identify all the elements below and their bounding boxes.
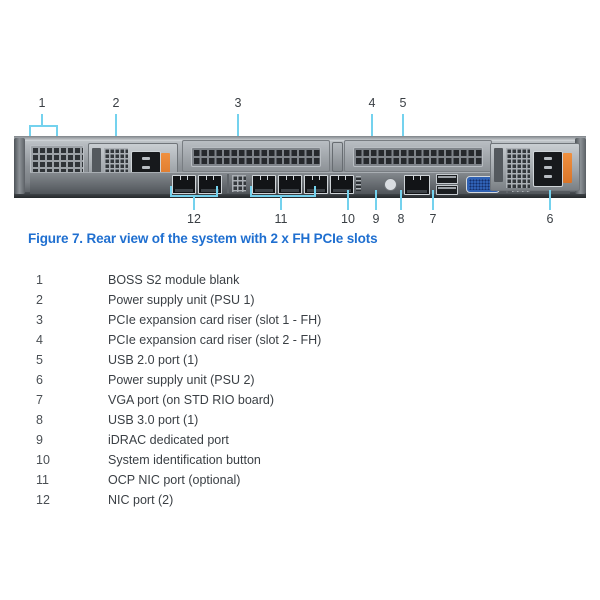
- legend-row: 8 USB 3.0 port (1): [0, 410, 600, 430]
- psu-1-label-plate: [92, 148, 101, 182]
- callout-number-3: 3: [234, 96, 242, 110]
- pcie-riser-slot-1-handle[interactable]: [332, 142, 343, 172]
- leader-bracket-11: [250, 186, 316, 197]
- legend-row: 5 USB 2.0 port (1): [0, 350, 600, 370]
- figure-caption: Figure 7. Rear view of the system with 2…: [28, 231, 378, 246]
- ocp-nic-port-1: [252, 175, 276, 194]
- legend-item-number: 5: [36, 353, 43, 367]
- leader-line-6: [549, 190, 551, 210]
- legend-row: 4 PCIe expansion card riser (slot 2 - FH…: [0, 330, 600, 350]
- legend-item-label: VGA port (on STD RIO board): [108, 393, 275, 407]
- legend-table: 1 BOSS S2 module blank 2 Power supply un…: [0, 270, 600, 510]
- chassis-top-rail: [14, 136, 586, 141]
- legend-row: 7 VGA port (on STD RIO board): [0, 390, 600, 410]
- leader-line-1: [41, 114, 43, 125]
- io-divider-1: [227, 174, 229, 193]
- callout-number-9: 9: [372, 212, 380, 226]
- legend-item-number: 9: [36, 433, 43, 447]
- psu-2-power-inlet: [533, 151, 563, 187]
- legend-row: 11 OCP NIC port (optional): [0, 470, 600, 490]
- pcie-riser-slot-1: [182, 140, 330, 172]
- pcie-riser-slot-1-vent: [191, 147, 321, 167]
- psu-2-vent: [506, 148, 530, 188]
- legend-item-label: NIC port (2): [108, 493, 174, 507]
- legend-item-number: 11: [36, 473, 49, 487]
- chassis-ear-left: [14, 138, 25, 194]
- callout-number-10: 10: [341, 212, 355, 226]
- ocp-nic-port-3: [304, 175, 328, 194]
- legend-item-label: iDRAC dedicated port: [108, 433, 229, 447]
- legend-row: 3 PCIe expansion card riser (slot 1 - FH…: [0, 310, 600, 330]
- legend-row: 10 System identification button: [0, 450, 600, 470]
- legend-item-number: 8: [36, 413, 43, 427]
- ocp-nic-port-4: [330, 175, 354, 194]
- legend-row: 2 Power supply unit (PSU 1): [0, 290, 600, 310]
- legend-item-label: BOSS S2 module blank: [108, 273, 240, 287]
- leader-line-3: [237, 114, 239, 148]
- psu-2-label-plate: [494, 148, 503, 182]
- legend-item-label: OCP NIC port (optional): [108, 473, 241, 487]
- callout-number-2: 2: [112, 96, 120, 110]
- leader-line-4: [371, 114, 373, 148]
- psu-2-release-handle[interactable]: [563, 153, 572, 183]
- legend-item-label: System identification button: [108, 453, 261, 467]
- legend-item-label: Power supply unit (PSU 2): [108, 373, 255, 387]
- legend-item-number: 10: [36, 453, 50, 467]
- callout-number-12: 12: [187, 212, 201, 226]
- leader-line-11: [280, 195, 282, 210]
- ocp-nic-port-2: [278, 175, 302, 194]
- legend-row: 12 NIC port (2): [0, 490, 600, 510]
- legend-row: 6 Power supply unit (PSU 2): [0, 370, 600, 390]
- power-supply-unit-2: [490, 143, 580, 191]
- idrac-dedicated-port: [404, 175, 430, 195]
- legend-row: 1 BOSS S2 module blank: [0, 270, 600, 290]
- legend-item-number: 6: [36, 373, 43, 387]
- legend-item-number: 2: [36, 293, 43, 307]
- leader-line-9: [375, 190, 377, 210]
- psu-1-release-handle[interactable]: [161, 153, 170, 183]
- callout-number-8: 8: [397, 212, 405, 226]
- chassis-ear-right: [575, 138, 586, 194]
- pcie-riser-slot-2: [344, 140, 492, 172]
- legend-item-number: 7: [36, 393, 43, 407]
- legend-item-label: USB 2.0 port (1): [108, 353, 199, 367]
- leader-line-8: [400, 190, 402, 210]
- legend-item-number: 3: [36, 313, 43, 327]
- leader-line-2: [115, 114, 117, 150]
- leader-bracket-1: [29, 125, 58, 139]
- callout-number-1: 1: [38, 96, 46, 110]
- nic-port-1: [172, 175, 196, 194]
- leader-line-7: [432, 190, 434, 210]
- legend-item-label: PCIe expansion card riser (slot 1 - FH): [108, 313, 322, 327]
- callout-number-7: 7: [429, 212, 437, 226]
- usb-2-0-port: [436, 174, 458, 184]
- legend-item-label: PCIe expansion card riser (slot 2 - FH): [108, 333, 322, 347]
- legend-row: 9 iDRAC dedicated port: [0, 430, 600, 450]
- system-identification-button[interactable]: [384, 178, 397, 191]
- ocp-nic-led-strip: [356, 176, 361, 191]
- legend-item-label: USB 3.0 port (1): [108, 413, 199, 427]
- io-vent-left: [232, 175, 246, 192]
- callout-number-11: 11: [274, 212, 288, 226]
- legend-item-label: Power supply unit (PSU 1): [108, 293, 255, 307]
- callout-number-4: 4: [368, 96, 376, 110]
- callout-number-5: 5: [399, 96, 407, 110]
- legend-item-number: 1: [36, 273, 43, 287]
- legend-item-number: 12: [36, 493, 50, 507]
- legend-item-number: 4: [36, 333, 43, 347]
- usb-3-0-port: [436, 185, 458, 195]
- leader-line-10: [347, 190, 349, 210]
- server-rear-view-image: [14, 136, 586, 198]
- leader-line-12: [193, 195, 195, 210]
- pcie-riser-slot-2-vent: [353, 147, 483, 167]
- callout-number-6: 6: [546, 212, 554, 226]
